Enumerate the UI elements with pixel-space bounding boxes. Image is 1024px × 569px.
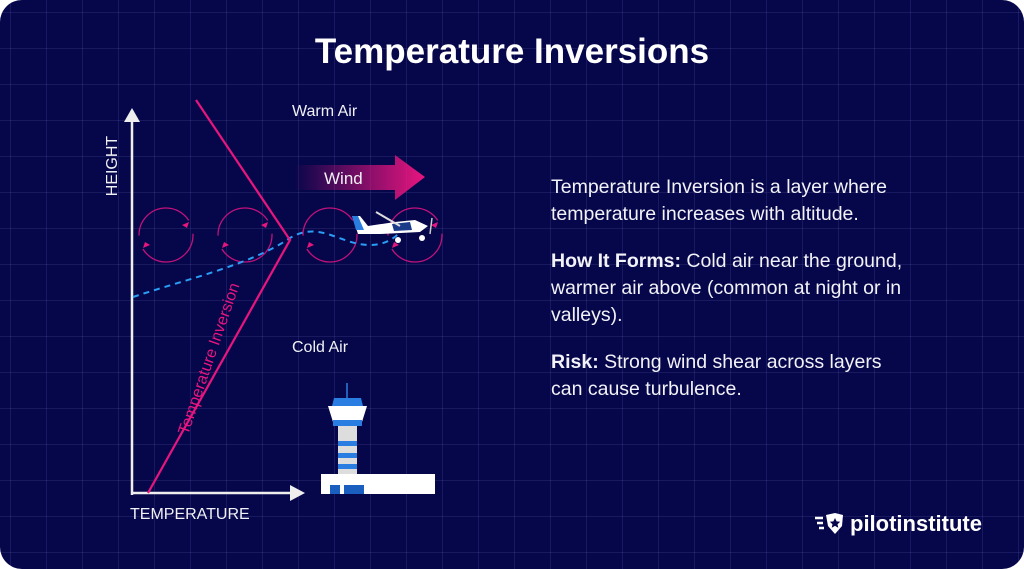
risk: Risk: Strong wind shear across layers ca… [551,351,882,400]
turbulence-eddies [138,207,443,263]
how-it-forms: How It Forms: Cold air near the ground, … [551,250,903,326]
flight-path [132,230,401,298]
temperature-axis [131,485,305,501]
x-axis-label: TEMPERATURE [130,506,250,523]
cold-air-label: Cold Air [292,339,349,356]
shield-star-icon [815,513,843,534]
height-axis [124,108,140,495]
page-title: Temperature Inversions [314,32,710,71]
wind-arrow [293,155,425,200]
y-axis-label: HEIGHT [104,135,121,197]
wind-label: Wind [324,169,363,188]
warm-air-label: Warm Air [292,103,358,120]
inversion-line [147,99,292,494]
brand-logo: pilotinstitute [815,511,982,537]
intro-text: Temperature Inversion is a layer where t… [551,176,887,225]
control-tower-icon [321,383,435,494]
airplane-icon [352,211,433,243]
brand-name: pilotinstitute [850,511,982,536]
description: Temperature Inversion is a layer where t… [551,174,911,423]
